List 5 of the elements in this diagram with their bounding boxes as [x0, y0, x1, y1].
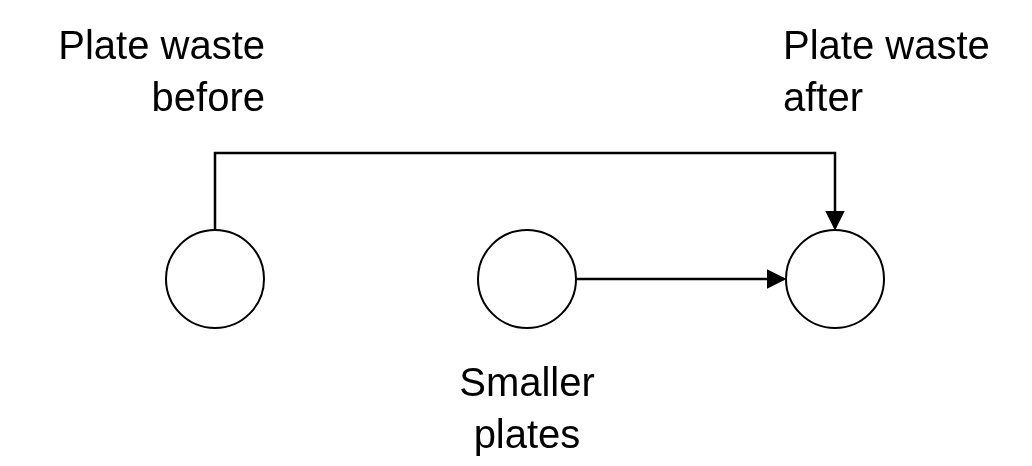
arrow	[213, 151, 845, 231]
node-caption: Plate waste before	[57, 22, 265, 121]
node-caption: Smaller plates	[458, 359, 596, 458]
arrow	[577, 269, 787, 289]
node-caption: Plate waste after	[783, 22, 991, 121]
